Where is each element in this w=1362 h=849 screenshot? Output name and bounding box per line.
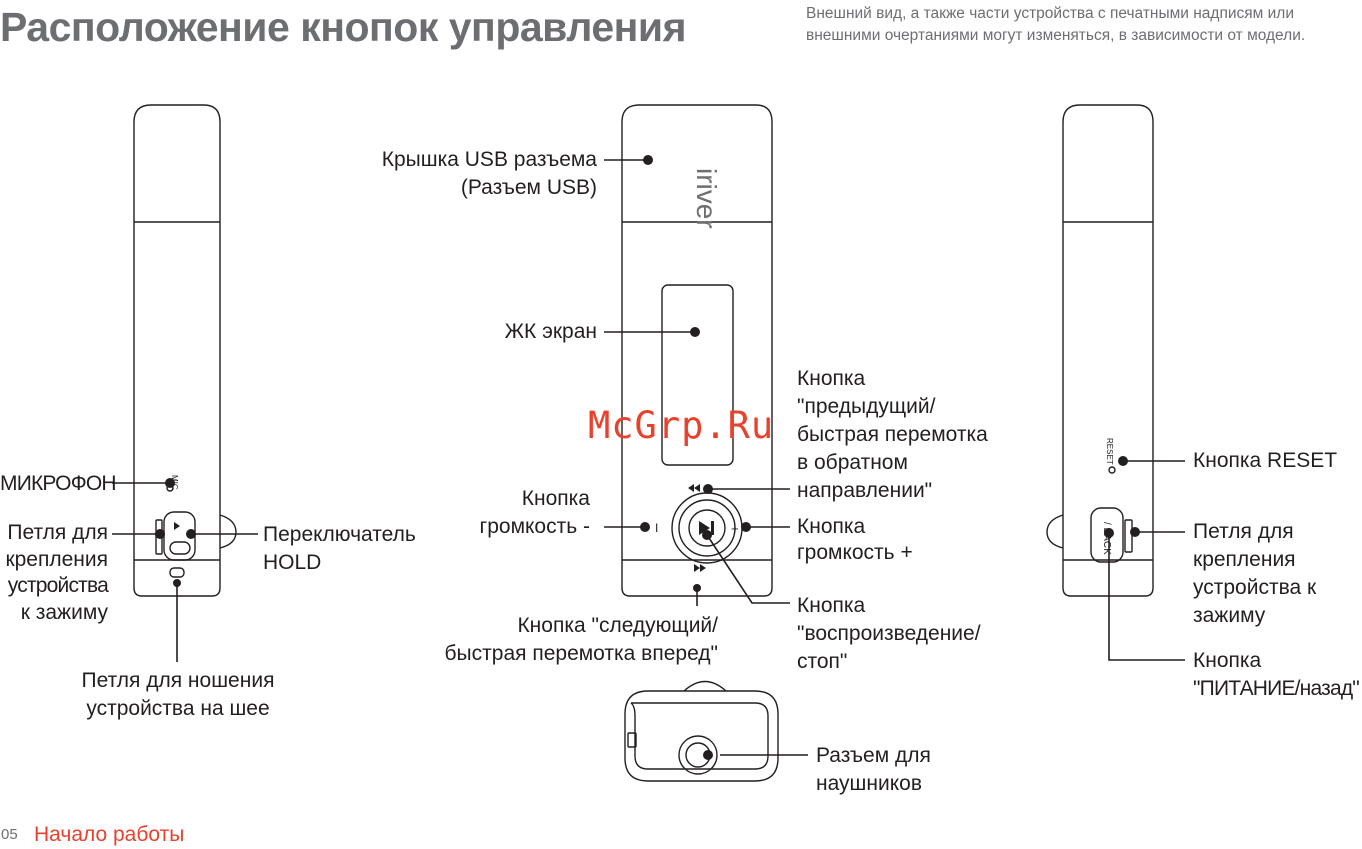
label-clip-loop-right: Петля для крепления устройства к зажиму: [1193, 518, 1316, 630]
label-next-line-1: Кнопка "следующий/: [517, 614, 718, 637]
right-side-view: [1046, 104, 1154, 597]
pause-bar-icon: [711, 521, 714, 535]
label-clip-loop-left: Петля для крепления устройства к зажиму: [5, 520, 108, 626]
minus-print: I: [655, 521, 658, 535]
play-icon: [699, 521, 710, 535]
label-play-line-3: стоп": [797, 650, 848, 673]
label-clip-loop-right-line-4: зажиму: [1193, 604, 1266, 627]
mic-print: MIC: [170, 475, 179, 490]
right-device-body: [1062, 104, 1154, 597]
lcd-screen-outline: [661, 284, 734, 466]
label-hold-switch: Переключатель HOLD: [263, 521, 416, 577]
label-next-line-2: быстрая перемотка вперед": [444, 642, 718, 665]
label-neck-loop-line-1: Петля для ношения: [81, 669, 275, 692]
label-headphone-jack: Разъем для наушников: [816, 742, 931, 798]
label-clip-loop-left-line-3: устройства: [7, 574, 109, 597]
label-reset-button: Кнопка RESET: [1193, 449, 1338, 472]
label-usb-cover-line-2: (Разъем USB): [460, 176, 597, 199]
label-prev-line-2: "предыдущий/: [797, 395, 936, 418]
label-headphones-line-1: Разъем для: [816, 744, 931, 767]
label-neck-loop-line-2: устройства на шее: [86, 697, 270, 720]
label-usb-cover: Крышка USB разъема (Разъем USB): [382, 146, 597, 202]
label-clip-loop-left-line-4: к зажиму: [20, 600, 108, 624]
label-play-line-2: "воспроизведение/: [797, 622, 981, 645]
header-note-line-2: внешними очертаниями могут изменяться, в…: [806, 27, 1306, 44]
label-volume-plus-line-2: громкость +: [797, 541, 913, 564]
lock-icon: [174, 522, 180, 530]
label-clip-loop-left-line-2: крепления: [5, 547, 108, 571]
label-prev-line-5: направлении": [797, 479, 933, 502]
bottom-device-body: [624, 690, 779, 782]
page-title: Расположение кнопок управления: [0, 4, 687, 50]
label-hold-line-2: HOLD: [263, 551, 322, 574]
label-volume-minus-line-1: Кнопка: [521, 487, 590, 510]
left-device-body: [133, 104, 221, 597]
label-play-line-1: Кнопка: [797, 594, 866, 617]
label-clip-loop-right-line-1: Петля для: [1193, 520, 1294, 543]
section-title: Начало работы: [34, 823, 185, 846]
play-stop-button-outline: [688, 509, 726, 547]
label-next-button: Кнопка "следующий/ быстрая перемотка впе…: [445, 612, 718, 668]
next-icon: [694, 564, 706, 572]
label-clip-loop-right-line-3: устройства к: [1193, 576, 1317, 599]
label-hold-line-1: Переключатель: [263, 523, 416, 546]
label-prev-line-1: Кнопка: [797, 367, 866, 390]
label-prev-button: Кнопка "предыдущий/ быстрая перемотка в …: [797, 365, 988, 505]
label-power-line-2: "ПИТАНИЕ/назад": [1193, 677, 1360, 700]
back-print: / BACK: [1101, 522, 1112, 555]
label-clip-loop-right-line-2: крепления: [1193, 548, 1296, 571]
label-headphones-line-2: наушников: [816, 772, 922, 795]
plus-print: +: [731, 521, 739, 536]
center-device-body: [621, 104, 773, 597]
label-volume-plus: Кнопка громкость +: [797, 514, 913, 566]
label-clip-loop-left-line-1: Петля для: [7, 521, 108, 544]
header-note: Внешний вид, а также части устройства с …: [806, 3, 1305, 47]
label-power-back-button: Кнопка "ПИТАНИЕ/назад": [1193, 647, 1360, 703]
label-power-line-1: Кнопка: [1193, 649, 1262, 672]
label-prev-line-4: в обратном: [797, 451, 908, 474]
label-volume-plus-line-1: Кнопка: [797, 515, 866, 538]
header-note-line-1: Внешний вид, а также части устройства с …: [806, 5, 1294, 22]
label-usb-cover-line-1: Крышка USB разъема: [381, 148, 597, 171]
control-ring-inner: [678, 499, 736, 557]
watermark: McGrp.Ru: [588, 404, 775, 447]
label-volume-minus: Кнопка громкость -: [480, 485, 590, 541]
label-prev-line-3: быстрая перемотка: [797, 423, 988, 446]
bottom-view: [624, 680, 779, 782]
label-play-stop-button: Кнопка "воспроизведение/ стоп": [797, 592, 981, 676]
page-number: 05: [1, 826, 18, 843]
label-microphone: МИКРОФОН: [0, 472, 117, 495]
brand-logo-text: iriver: [691, 168, 722, 229]
headphone-jack-outer: [678, 735, 718, 775]
label-volume-minus-line-2: громкость -: [479, 515, 590, 538]
prev-icon: [688, 484, 700, 492]
label-neck-loop: Петля для ношения устройства на шее: [60, 667, 296, 723]
reset-print: RESET: [1105, 438, 1114, 465]
label-lcd: ЖК экран: [504, 320, 597, 343]
left-side-view: [133, 104, 237, 597]
